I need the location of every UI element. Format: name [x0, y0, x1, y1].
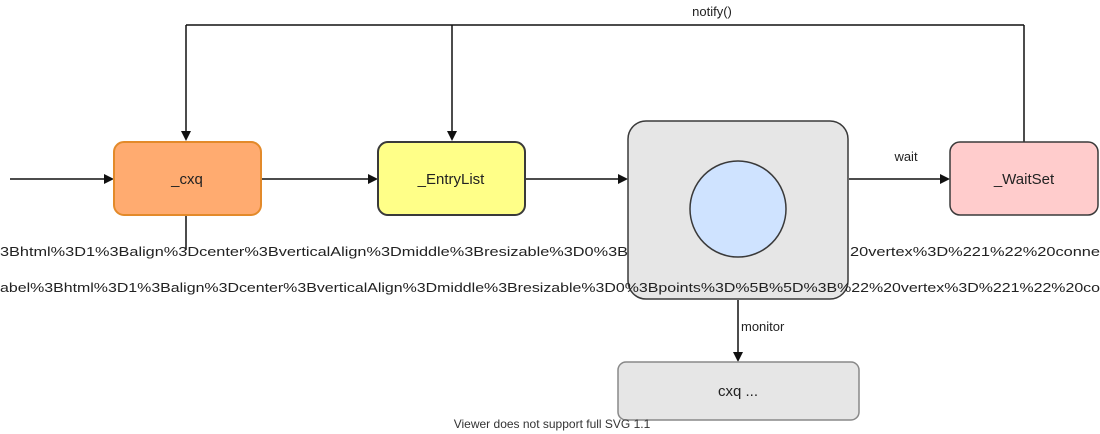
monitor-circle — [689, 160, 787, 258]
artifact-text-line-1-right: 20vertex%3D%221%22%20conne — [850, 244, 1100, 259]
waitset-label: _WaitSet — [993, 171, 1055, 188]
entrylist-label: _EntryList — [417, 171, 486, 188]
cxq-label: _cxq — [170, 171, 203, 188]
cxq-box — [113, 141, 262, 216]
cxq-bottom-box — [617, 361, 860, 421]
artifact-text-line-1: 3Bhtml%3D1%3Balign%3Dcenter%3BverticalAl… — [0, 244, 628, 259]
monitor-label: monitor — [741, 319, 785, 334]
viewer-support-note: Viewer does not support full SVG 1.1 — [454, 417, 651, 431]
wait-label: wait — [893, 149, 918, 164]
cxq-node[interactable]: _cxq — [113, 141, 262, 216]
entrylist-box — [377, 141, 526, 216]
cxq-bottom-label: cxq ... — [718, 383, 758, 400]
entrylist-node[interactable]: _EntryList — [377, 141, 526, 216]
notify-label: notify() — [692, 4, 732, 19]
cxq-bottom-node[interactable]: cxq ... — [617, 361, 860, 421]
monitor-node[interactable] — [627, 120, 849, 300]
artifact-text-line-2: abel%3Bhtml%3D1%3Balign%3Dcenter%3Bverti… — [0, 280, 1100, 295]
waitset-node[interactable]: _WaitSet — [949, 141, 1099, 216]
waitset-box — [949, 141, 1099, 216]
